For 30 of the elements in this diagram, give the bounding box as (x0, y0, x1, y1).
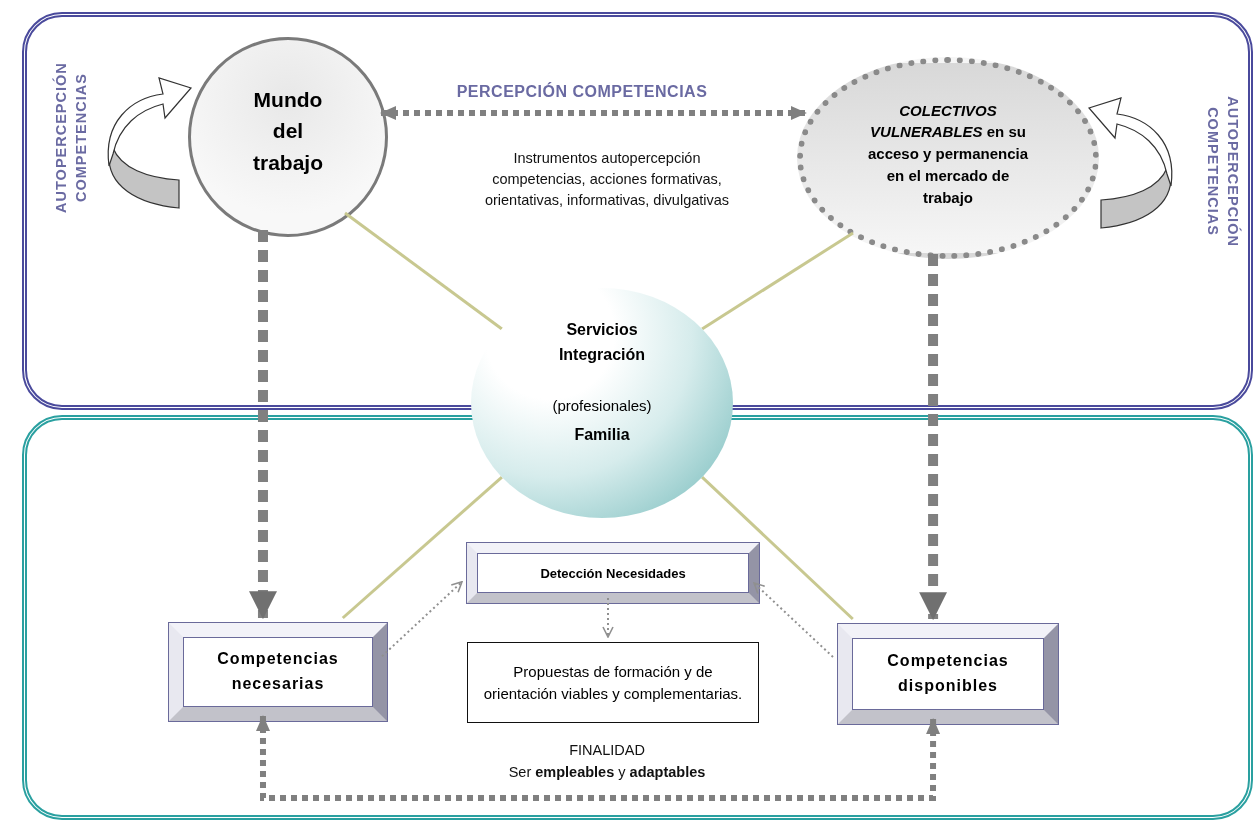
arrow (380, 106, 807, 120)
node-label: (profesionales) (551, 395, 653, 416)
panel (22, 415, 1253, 820)
node-label: Familia (573, 425, 631, 445)
arrow (381, 580, 463, 658)
bevel-box (838, 624, 1058, 724)
arrow (919, 254, 948, 621)
note-text: FINALIDAD (568, 741, 646, 760)
node-label: Servicios Integración (557, 320, 647, 365)
connector-line (341, 475, 503, 620)
vertical-label: AUTOPERCEPCIÓN COMPETENCIAS (52, 61, 90, 215)
node-label: Mundo del trabajo (252, 86, 324, 176)
arrow (753, 582, 834, 658)
arrow (256, 715, 941, 801)
vertical-label: AUTOPERCEPCIÓN COMPETENCIAS (1204, 95, 1242, 249)
connector-line (701, 231, 854, 331)
arrow (602, 597, 614, 638)
node-label: COLECTIVOS VULNERABLES en su acceso y permanencia en el mercado de trabajo (866, 100, 1030, 208)
node-label: Competencias disponibles (886, 651, 1010, 696)
connector-line (344, 211, 503, 331)
text-box (467, 642, 759, 723)
connector-line (701, 475, 854, 621)
note-text: Ser empleables y adaptables (507, 763, 707, 782)
node-label: Propuestas de formación y de orientación viables y complementarias. (482, 661, 744, 704)
node-label: Competencias necesarias (216, 649, 340, 694)
note-text: Instrumentos autopercepción competencias, acciones formativas, orientativas, informativas, divulgativas (483, 149, 731, 211)
arrow (248, 230, 277, 620)
node-label: Detección Necesidades (540, 565, 686, 581)
bevel-box (169, 623, 387, 721)
bevel-box (467, 543, 759, 603)
